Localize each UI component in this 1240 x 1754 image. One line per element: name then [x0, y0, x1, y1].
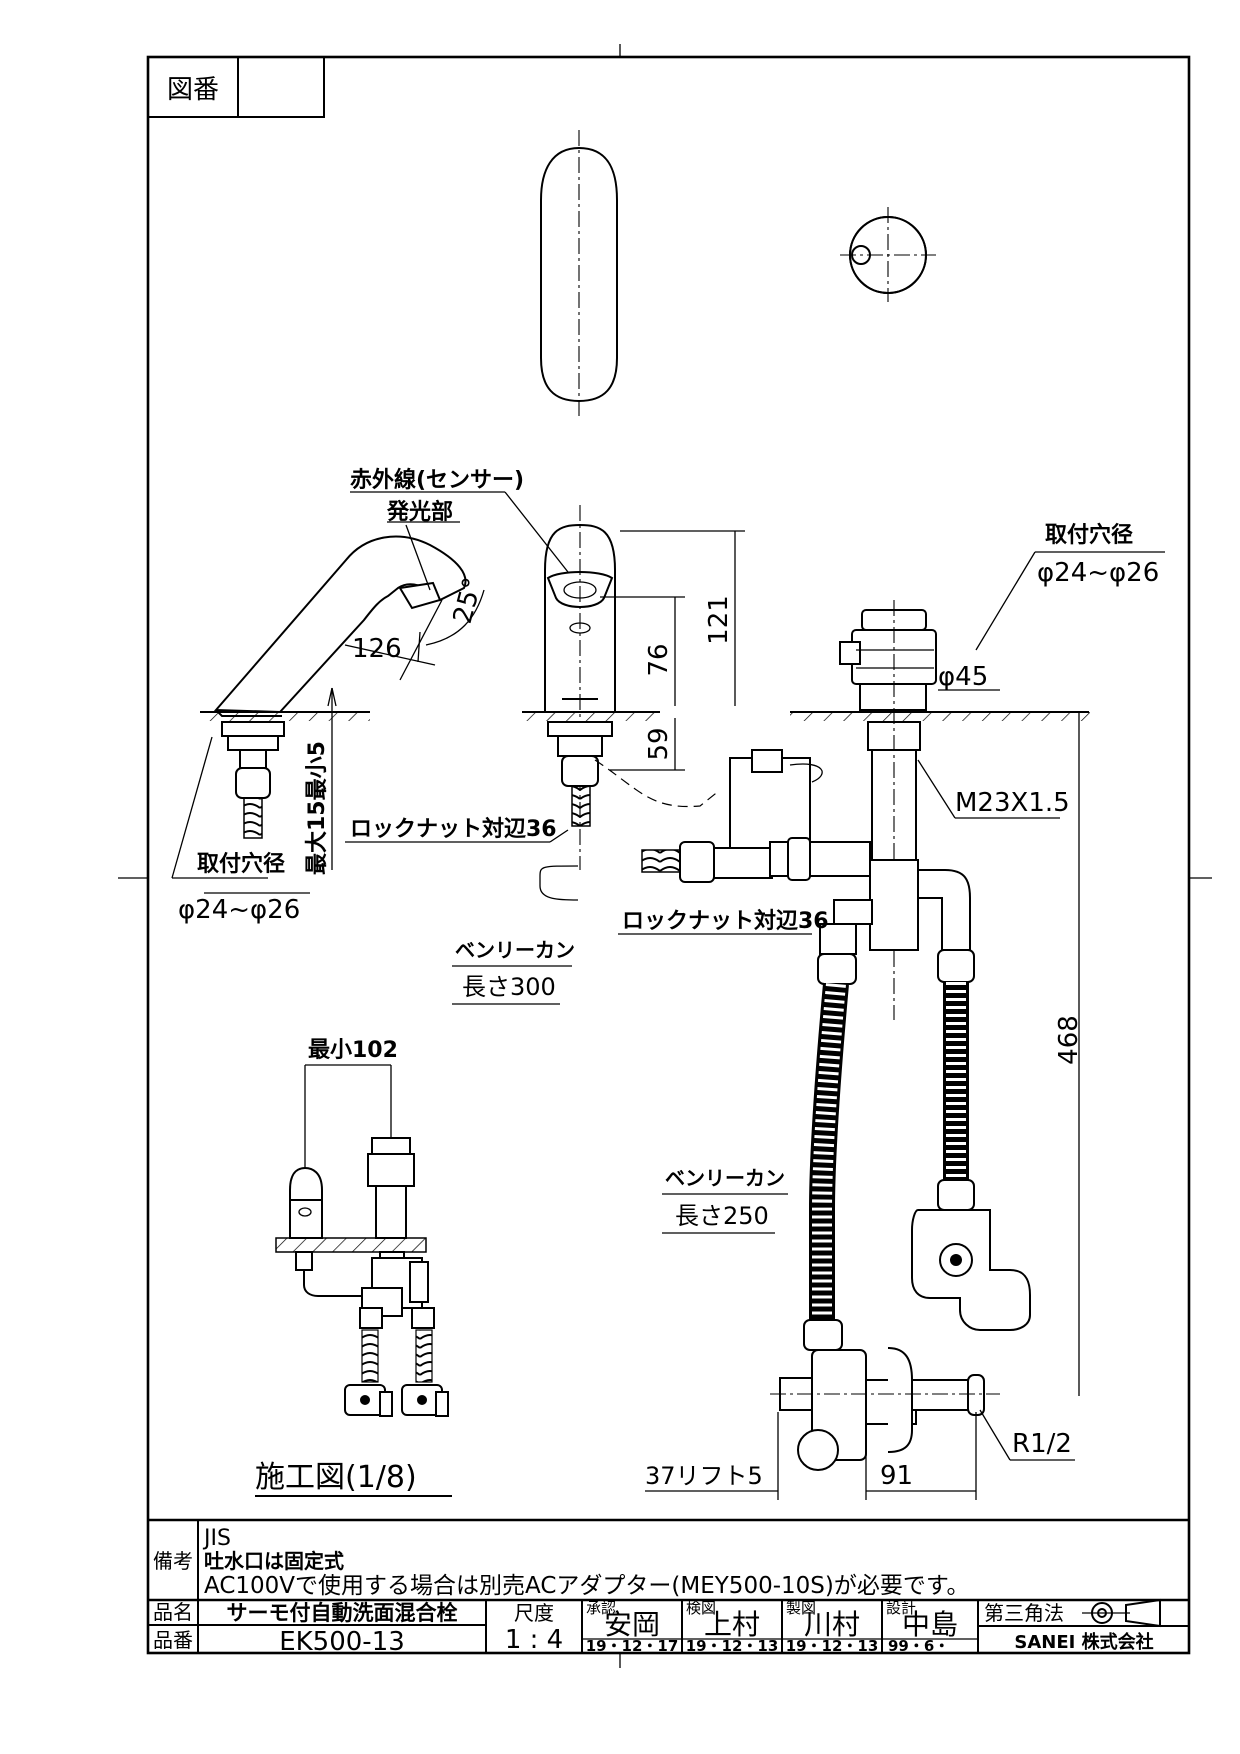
flex-hose-1-title: ベンリーカン [455, 938, 575, 962]
mount-hole-left-value: φ24~φ26 [178, 895, 300, 925]
dim-468-text: 468 [1054, 1015, 1084, 1065]
flex-hose-2-len: 長さ250 [675, 1202, 769, 1230]
scale-label: 尺度 [514, 1601, 554, 1625]
third-angle-projection-icon [1082, 1598, 1161, 1628]
dim-25deg-text: 25° [448, 575, 489, 627]
draw-date: 19・12・13 [786, 1637, 879, 1655]
side-view [171, 524, 467, 894]
top-view [540, 130, 936, 420]
dia45-label: φ45 [938, 662, 988, 692]
dim-76-text: 76 [644, 643, 674, 676]
dim-max15-min5-text: 最大15最小5 [305, 741, 330, 875]
scale-value: 1 : 4 [505, 1625, 563, 1655]
border-frame [118, 44, 1212, 1668]
front-view [522, 505, 721, 901]
dim-59 [610, 718, 685, 771]
thread-label: M23X1.5 [955, 788, 1070, 818]
mount-hole-right-value: φ24~φ26 [1037, 558, 1159, 588]
dim-121 [620, 530, 745, 706]
install-figure [275, 1064, 449, 1417]
r12-label: R1/2 [1012, 1429, 1072, 1459]
dim-min102-text: 最小102 [308, 1038, 398, 1063]
hinmei-value: サーモ付自動洗面混合栓 [227, 1601, 458, 1625]
mount-hole-left-title: 取付穴径 [197, 851, 285, 877]
company-name: SANEI 株式会社 [1014, 1631, 1153, 1653]
notes-block [148, 1518, 1189, 1600]
design-label: 設計 [886, 1599, 916, 1617]
flex-hose-1-len: 長さ300 [462, 973, 556, 1001]
title-block [148, 1598, 1189, 1653]
dim-121-text: 121 [704, 595, 734, 645]
lift-label: 37リフト5 [645, 1462, 763, 1490]
check-name: 上村 [704, 1608, 760, 1641]
dim-126 [344, 631, 436, 666]
notes-line-1: JIS [202, 1526, 231, 1551]
approve-name: 安岡 [604, 1608, 660, 1641]
design-date: 99・6・ [888, 1637, 949, 1655]
drawing-number-box: 図番 [147, 56, 325, 118]
emitter-label: 発光部 [386, 499, 453, 525]
design-name: 中島 [902, 1608, 958, 1641]
mount-hole-right-title: 取付穴径 [1045, 522, 1133, 548]
notes-line-2: 吐水口は固定式 [204, 1549, 344, 1573]
draw-label: 製図 [786, 1599, 816, 1617]
locknut-label-1: ロックナット対辺36 [350, 817, 557, 842]
hinban-label: 品番 [153, 1628, 193, 1652]
right-assembly [641, 600, 1090, 1471]
zuban-label: 図番 [167, 75, 219, 105]
locknut-label-2: ロックナット対辺36 [622, 909, 829, 934]
hinban-value: EK500-13 [279, 1627, 405, 1657]
approve-label: 承認 [586, 1599, 616, 1617]
dim-91-text: 91 [880, 1461, 913, 1491]
check-date: 19・12・13 [686, 1637, 779, 1655]
dim-max15-min5 [327, 687, 337, 870]
dim-126-text: 126 [352, 634, 402, 664]
hinmei-label: 品名 [153, 1600, 193, 1624]
approve-date: 19・12・17 [586, 1637, 679, 1655]
dim-59-text: 59 [644, 727, 674, 760]
notes-line-3: AC100Vで使用する場合は別売ACアダプター(MEY500-10S)が必要です… [204, 1573, 970, 1599]
install-figure-label: 施工図(1/8) [255, 1460, 417, 1495]
check-label: 検図 [686, 1599, 716, 1617]
sensor-label: 赤外線(センサー) [350, 467, 524, 493]
dim-lift-91 [645, 1412, 977, 1500]
projection-label: 第三角法 [984, 1601, 1064, 1625]
notes-label: 備考 [153, 1549, 193, 1573]
flex-hose-2-title: ベンリーカン [665, 1166, 785, 1190]
dim-76 [600, 596, 685, 706]
draw-name: 川村 [804, 1608, 860, 1641]
